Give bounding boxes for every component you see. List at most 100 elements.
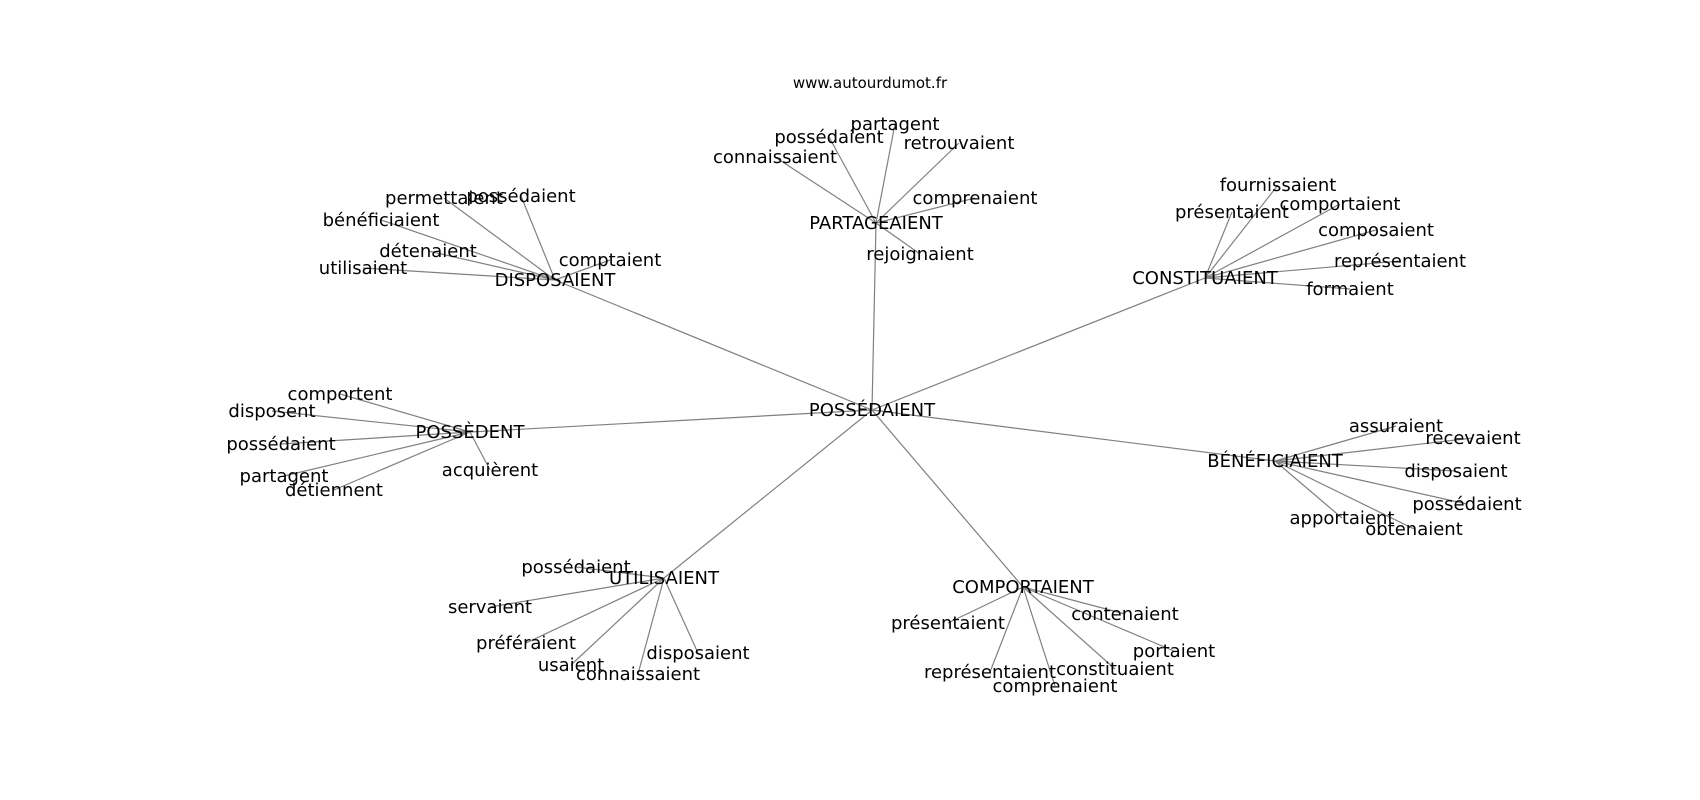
leaf-node-label: partagent bbox=[851, 114, 940, 135]
edge-hub-leaf bbox=[525, 577, 665, 644]
edge-hub-leaf bbox=[637, 577, 665, 675]
edge-hub-leaf bbox=[489, 577, 665, 608]
edge-hub-leaf bbox=[520, 195, 556, 281]
leaf-node-label: formaient bbox=[1306, 279, 1394, 300]
edge-root-hub bbox=[871, 277, 1206, 411]
hub-node-label: CONSTITUAIENT bbox=[1132, 268, 1279, 289]
leaf-node-label: possédaient bbox=[1412, 494, 1521, 515]
edge-hub-leaf bbox=[663, 577, 699, 654]
leaf-node-label: connaissaient bbox=[713, 147, 837, 168]
leaf-node-label: disposaient bbox=[1404, 461, 1507, 482]
leaf-node-label: détiennent bbox=[285, 480, 383, 501]
edge-hub-leaf bbox=[1022, 586, 1056, 687]
edge-hub-leaf bbox=[575, 566, 665, 579]
leaf-node-label: assuraient bbox=[1349, 416, 1443, 437]
leaf-node-label: fournissaient bbox=[1220, 175, 1337, 196]
edge-root-hub bbox=[871, 409, 1024, 588]
leaf-node-label: comprenaient bbox=[913, 188, 1038, 209]
edge-hub-leaf bbox=[1204, 260, 1401, 279]
edge-hub-leaf bbox=[875, 123, 896, 224]
leaf-node-label: disposaient bbox=[646, 643, 749, 664]
edge-hub-leaf bbox=[1204, 229, 1377, 279]
edge-hub-leaf bbox=[271, 410, 471, 433]
edge-hub-leaf bbox=[339, 393, 471, 433]
edge-hub-leaf bbox=[1204, 203, 1341, 279]
edge-hub-leaf bbox=[362, 267, 556, 281]
edge-hub-leaf bbox=[1022, 586, 1116, 670]
edge-hub-leaf bbox=[1274, 460, 1415, 530]
edge-hub-leaf bbox=[1204, 211, 1233, 279]
site-label: www.autourdumot.fr bbox=[793, 74, 948, 92]
labels-layer: POSSÉDAIENTPARTAGEAIENTpartagentpossédai… bbox=[226, 114, 1521, 697]
edge-hub-leaf bbox=[469, 431, 491, 471]
leaf-node-label: recevaient bbox=[1425, 428, 1520, 449]
edge-hub-leaf bbox=[1022, 586, 1126, 615]
edge-hub-leaf bbox=[774, 156, 877, 224]
edge-hub-leaf bbox=[1274, 460, 1457, 472]
leaf-node-label: détenaient bbox=[379, 241, 477, 262]
leaf-node-label: contenaient bbox=[1071, 604, 1178, 625]
leaf-node-label: composaient bbox=[1318, 220, 1434, 241]
edge-hub-leaf bbox=[1204, 184, 1279, 279]
edge-hub-leaf bbox=[875, 197, 976, 224]
edge-hub-leaf bbox=[1204, 277, 1351, 290]
leaf-node-label: comportaient bbox=[1280, 194, 1401, 215]
edge-root-hub bbox=[871, 409, 1276, 462]
edge-hub-leaf bbox=[554, 259, 611, 281]
edge-root-hub bbox=[554, 279, 873, 411]
edge-hub-leaf bbox=[1274, 425, 1397, 462]
leaf-node-label: préféraient bbox=[476, 633, 576, 654]
leaf-node-label: connaissaient bbox=[576, 664, 700, 685]
leaf-node-label: représentaient bbox=[924, 662, 1056, 683]
edge-hub-leaf bbox=[1022, 586, 1175, 652]
leaf-node-label: disposent bbox=[228, 401, 315, 422]
edge-hub-leaf bbox=[570, 577, 665, 666]
leaf-node-label: utilisaient bbox=[319, 258, 407, 279]
leaf-node-label: servaient bbox=[448, 597, 532, 618]
hub-node-label: COMPORTAIENT bbox=[952, 577, 1095, 598]
edge-hub-leaf bbox=[280, 431, 471, 445]
leaf-node-label: possédaient bbox=[774, 127, 883, 148]
root-node-label: POSSÉDAIENT bbox=[809, 399, 936, 421]
edge-hub-leaf bbox=[443, 197, 556, 281]
leaf-node-label: usaient bbox=[538, 655, 604, 676]
edge-hub-leaf bbox=[380, 219, 556, 281]
leaf-node-label: obtenaient bbox=[1365, 519, 1463, 540]
hub-node-label: PARTAGEAIENT bbox=[809, 213, 944, 234]
hub-node-label: POSSÈDENT bbox=[416, 421, 526, 443]
leaf-node-label: possédaient bbox=[521, 557, 630, 578]
hub-node-label: UTILISAIENT bbox=[609, 568, 720, 589]
edge-hub-leaf bbox=[828, 136, 877, 224]
edge-hub-leaf bbox=[1274, 460, 1468, 505]
leaf-node-label: comprenaient bbox=[993, 676, 1118, 697]
leaf-node-label: constituaient bbox=[1056, 659, 1174, 680]
edge-hub-leaf bbox=[427, 250, 556, 281]
edge-root-hub bbox=[663, 409, 873, 579]
leaf-node-label: portaient bbox=[1133, 641, 1215, 662]
leaf-node-label: bénéficiaient bbox=[323, 210, 440, 231]
edge-hub-leaf bbox=[1274, 437, 1474, 462]
leaf-node-label: acquièrent bbox=[442, 460, 538, 481]
edge-hub-leaf bbox=[947, 586, 1024, 624]
leaf-node-label: retrouvaient bbox=[904, 133, 1015, 154]
leaf-node-label: présentaient bbox=[1175, 202, 1289, 223]
edge-hub-leaf bbox=[875, 142, 960, 224]
leaf-node-label: représentaient bbox=[1334, 251, 1466, 272]
edge-root-hub bbox=[871, 222, 877, 411]
leaf-node-label: partagent bbox=[240, 466, 329, 487]
edge-hub-leaf bbox=[875, 222, 921, 255]
leaf-node-label: comptaient bbox=[559, 250, 662, 271]
leaf-node-label: apportaient bbox=[1290, 508, 1395, 529]
edge-hub-leaf bbox=[333, 431, 471, 491]
hub-node-label: BÉNÉFICIAIENT bbox=[1207, 450, 1344, 472]
edge-root-hub bbox=[469, 409, 873, 433]
leaf-node-label: possédaient bbox=[226, 434, 335, 455]
leaf-node-label: rejoignaient bbox=[866, 244, 974, 265]
edges-layer bbox=[271, 123, 1474, 687]
leaf-node-label: possédaient bbox=[466, 186, 575, 207]
hub-node-label: DISPOSAIENT bbox=[495, 270, 617, 291]
leaf-node-label: présentaient bbox=[891, 613, 1005, 634]
edge-hub-leaf bbox=[283, 431, 471, 477]
leaf-node-label: comportent bbox=[288, 384, 393, 405]
